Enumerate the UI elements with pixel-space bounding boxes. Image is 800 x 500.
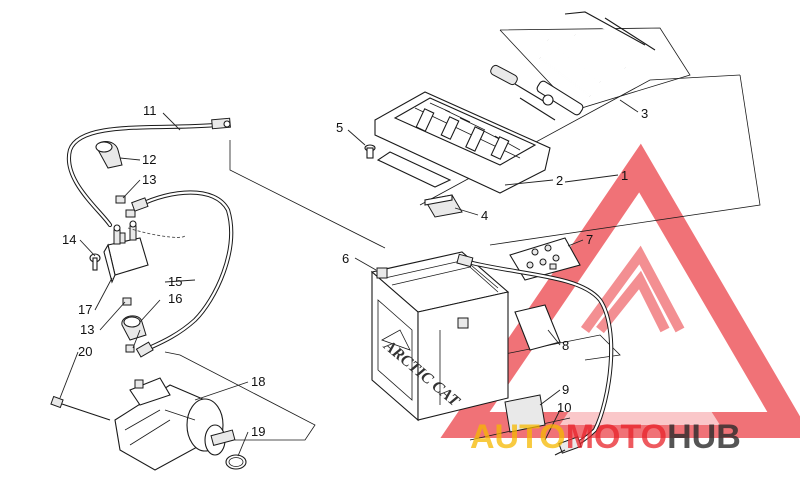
terminal-boot <box>504 394 546 433</box>
fuse-connector <box>554 436 582 456</box>
callout-1: 1 <box>621 168 628 183</box>
cable-15 <box>131 190 234 358</box>
callout-numbers: 1 2 3 4 5 6 7 8 9 10 11 12 13 13 14 15 1… <box>62 103 648 439</box>
leader-lines <box>59 99 639 457</box>
callout-13-upper: 13 <box>142 172 156 187</box>
nut-13-lower <box>122 297 135 353</box>
tool-tray <box>374 91 551 194</box>
starter-motor-bracket <box>164 351 316 441</box>
dashed-connection <box>127 227 186 238</box>
tray-screw <box>364 144 376 159</box>
starter-solenoid <box>103 220 149 284</box>
callout-4: 4 <box>481 208 488 223</box>
battery-cable <box>456 253 614 450</box>
nut-13-upper <box>115 195 136 218</box>
callout-12: 12 <box>142 152 156 167</box>
callout-13-lower: 13 <box>80 322 94 337</box>
callout-18: 18 <box>251 374 265 389</box>
watermark-logo <box>440 143 800 438</box>
svg-text:AUTOMOTOHUB: AUTOMOTOHUB <box>470 418 741 456</box>
battery-pad <box>514 304 561 351</box>
callout-5: 5 <box>336 120 343 135</box>
callout-7: 7 <box>586 232 593 247</box>
watermark-auto: AUTO <box>470 418 566 456</box>
callout-2: 2 <box>556 173 563 188</box>
battery: ARCTIC CAT <box>370 251 510 422</box>
watermark-moto: MOTO <box>566 418 667 456</box>
callout-17: 17 <box>78 302 92 317</box>
callout-6: 6 <box>342 251 349 266</box>
starter-bolt <box>50 395 111 421</box>
callout-20: 20 <box>78 344 92 359</box>
starter-motor <box>114 377 236 471</box>
callout-19: 19 <box>251 424 265 439</box>
callout-15: 15 <box>168 274 182 289</box>
tool-kit <box>490 11 691 121</box>
watermark-hub: HUB <box>667 418 741 456</box>
foam-pad <box>424 194 463 218</box>
o-ring <box>225 454 247 470</box>
callout-10: 10 <box>557 400 571 415</box>
callout-9: 9 <box>562 382 569 397</box>
cable-11 <box>66 117 231 228</box>
callout-8: 8 <box>562 338 569 353</box>
callout-14: 14 <box>62 232 76 247</box>
terminal-cap-12 <box>95 141 123 169</box>
watermark-text: AUTOMOTOHUB <box>470 418 741 456</box>
solenoid-bolt <box>89 253 101 271</box>
callout-11: 11 <box>143 103 157 118</box>
callout-3: 3 <box>641 106 648 121</box>
callout-16: 16 <box>168 291 182 306</box>
hardware-kit <box>509 237 581 281</box>
